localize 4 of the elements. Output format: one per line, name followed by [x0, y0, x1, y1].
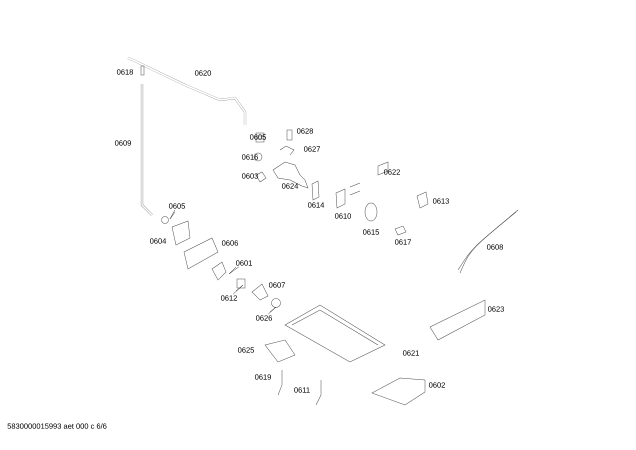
- leader-line: [268, 306, 276, 314]
- leader-line: [232, 284, 244, 294]
- leader-line: [170, 210, 176, 220]
- leader-line: [228, 266, 239, 274]
